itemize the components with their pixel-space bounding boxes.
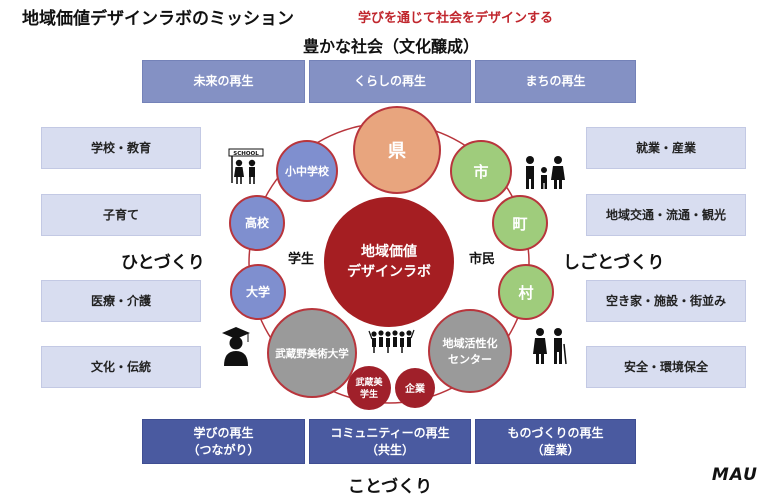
regional-center-circle	[428, 309, 512, 393]
school-circle-highschool	[229, 195, 285, 251]
school-circle-elementary	[276, 140, 338, 202]
family-icon	[526, 156, 565, 189]
mau-logo: MAU	[711, 465, 758, 485]
crowd-icon	[368, 329, 415, 353]
label-citizen: 市民	[469, 251, 495, 267]
center-label-line2: デザインラボ	[347, 263, 431, 280]
elderly-couple-icon	[533, 328, 567, 365]
bottom-box-manufacturing: ものづくりの再生 （産業）	[475, 419, 636, 464]
school-sign-text: SCHOOL	[233, 151, 259, 157]
center-circle	[324, 197, 454, 327]
bottom-heading-kotozukuri: ことづくり	[347, 477, 433, 497]
right-box-safety-environment: 安全・環境保全	[586, 346, 746, 388]
graduate-icon	[222, 327, 250, 366]
village-circle	[498, 264, 554, 320]
bottom-box-community: コミュニティーの再生 （共生）	[309, 419, 471, 464]
prefecture-label: 県	[388, 141, 406, 162]
town-circle	[492, 195, 548, 251]
town-label: 町	[512, 215, 527, 233]
school-label-elementary: 小中学校	[284, 164, 330, 178]
school-children-icon: SCHOOL	[228, 148, 264, 184]
city-circle	[450, 140, 512, 202]
top-box-town: まちの再生	[475, 60, 636, 103]
center-label-line1: 地域価値	[361, 243, 417, 260]
right-box-vacant-houses: 空き家・施設・街並み	[586, 280, 746, 322]
label-student: 学生	[288, 251, 314, 267]
company-label: 企業	[404, 382, 426, 395]
school-label-highschool: 高校	[245, 215, 270, 230]
left-box-medical-care: 医療・介護	[41, 280, 201, 322]
page-subtitle: 学びを通じて社会をデザインする	[358, 11, 554, 26]
musashino-circle	[267, 308, 357, 398]
bottom-box-learning: 学びの再生 （つながり）	[142, 419, 305, 464]
students-line2: 学生	[360, 388, 378, 400]
regional-center-line2: センター	[448, 353, 492, 366]
students-circle	[347, 366, 391, 410]
village-label: 村	[518, 284, 533, 302]
left-label-hitozukuri: ひとづくり	[121, 253, 205, 273]
left-box-culture-tradition: 文化・伝統	[41, 346, 201, 388]
students-line1: 武蔵美	[355, 376, 383, 388]
left-box-school-education: 学校・教育	[41, 127, 201, 169]
left-box-childcare: 子育て	[41, 194, 201, 236]
city-label: 市	[473, 163, 488, 181]
school-circle-university	[230, 264, 286, 320]
top-box-future: 未来の再生	[142, 60, 305, 103]
company-circle	[395, 368, 435, 408]
musashino-label: 武蔵野美術大学	[275, 347, 349, 360]
right-label-shigotozukuri: しごとづくり	[563, 253, 665, 273]
school-label-university: 大学	[246, 284, 270, 299]
top-box-living: くらしの再生	[309, 60, 471, 103]
page-title: 地域価値デザインラボのミッション	[22, 9, 294, 29]
right-box-employment-industry: 就業・産業	[586, 127, 746, 169]
regional-center-line1: 地域活性化	[443, 336, 498, 350]
right-box-transport-tourism: 地域交通・流通・観光	[586, 194, 746, 236]
prefecture-circle	[353, 106, 441, 194]
top-heading: 豊かな社会（文化醸成）	[302, 37, 479, 56]
